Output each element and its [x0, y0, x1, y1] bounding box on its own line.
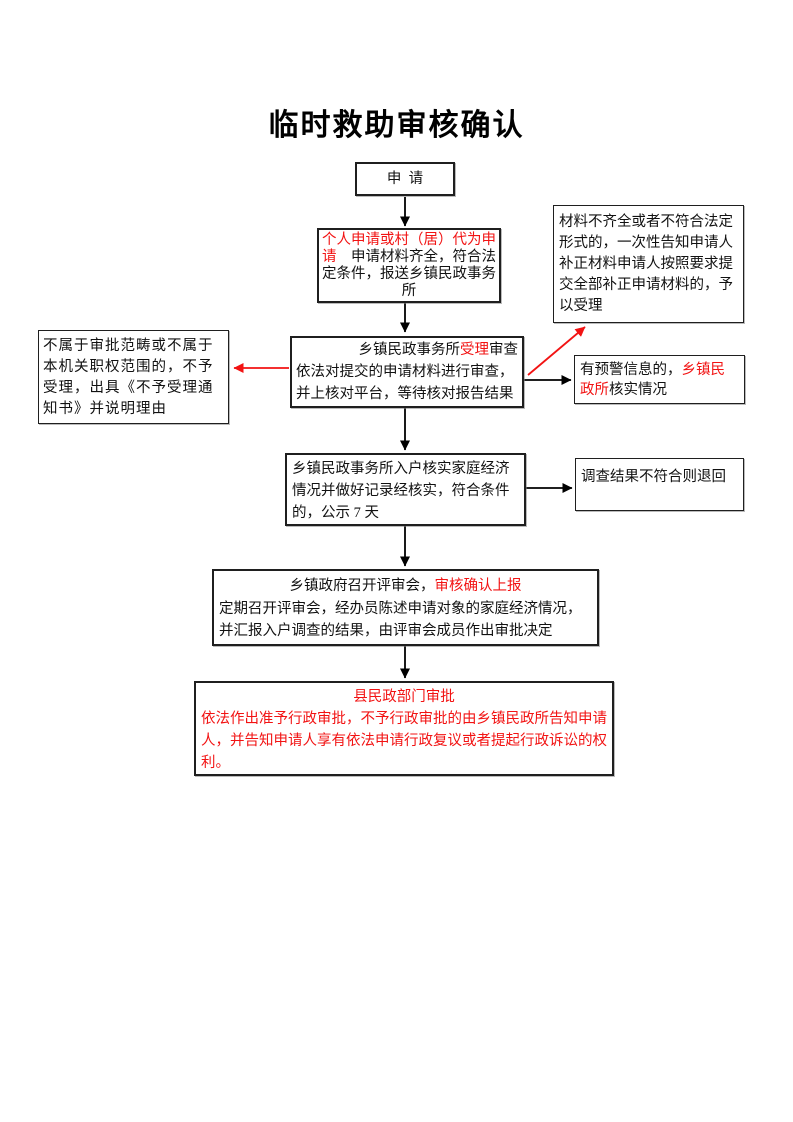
supplement-materials-text: 材料不齐全或者不符合法定形式的，一次性告知申请人补正材料申请人按照要求提交全部补… [559, 214, 733, 314]
household-verify-text: 乡镇民政事务所入户核实家庭经济情况并做好记录经核实，符合条件的，公示 7 天 [292, 461, 510, 521]
county-approval-title: 县民政部门审批 [353, 689, 455, 705]
acceptance-review-title: 乡镇民政事务所受理审查 [358, 342, 519, 358]
apply-label: 申 请 [386, 170, 424, 187]
return-result-text: 调查结果不符合则退回 [581, 469, 726, 485]
county-approval-box: 县民政部门审批 依法作出准予行政审批，不予行政审批的由乡镇民政所告知申请人，并告… [194, 681, 614, 776]
not-accepted-box: 不属于审批范畴或不属于本机关职权范围的，不予受理，出具《不予受理通知书》并说明理… [38, 330, 229, 424]
supplement-materials-box: 材料不齐全或者不符合法定形式的，一次性告知申请人补正材料申请人按照要求提交全部补… [553, 205, 744, 323]
warning-info-text: 有预警信息的，乡镇民政所核实情况 [580, 362, 725, 398]
warning-info-box: 有预警信息的，乡镇民政所核实情况 [574, 355, 745, 404]
submit-text: 个人申请或村（居）代为申请 申请材料齐全，符合法定条件，报送乡镇民政事务所 [322, 232, 496, 299]
return-result-box: 调查结果不符合则退回 [575, 458, 744, 511]
acceptance-review-body: 依法对提交的申请材料进行审查，并上核对平台，等待核对报告结果 [296, 364, 514, 402]
review-meeting-body: 定期召开评审会，经办员陈述申请对象的家庭经济情况，并汇报入户调查的结果，由评审会… [219, 600, 582, 640]
submit-box: 个人申请或村（居）代为申请 申请材料齐全，符合法定条件，报送乡镇民政事务所 [317, 228, 501, 303]
county-approval-body: 依法作出准予行政审批，不予行政审批的由乡镇民政所告知申请人，并告知申请人享有依法… [201, 711, 607, 771]
review-meeting-title: 乡镇政府召开评审会，审核确认上报 [289, 578, 522, 594]
review-meeting-box: 乡镇政府召开评审会，审核确认上报 定期召开评审会，经办员陈述申请对象的家庭经济情… [212, 569, 599, 646]
not-accepted-text: 不属于审批范畴或不属于本机关职权范围的，不予受理，出具《不予受理通知书》并说明理… [43, 338, 214, 417]
household-verify-box: 乡镇民政事务所入户核实家庭经济情况并做好记录经核实，符合条件的，公示 7 天 [285, 453, 526, 526]
apply-box: 申 请 [355, 162, 455, 196]
acceptance-review-box: 乡镇民政事务所受理审查 依法对提交的申请材料进行审查，并上核对平台，等待核对报告… [290, 336, 524, 408]
page-title: 临时救助审核确认 [268, 109, 525, 142]
